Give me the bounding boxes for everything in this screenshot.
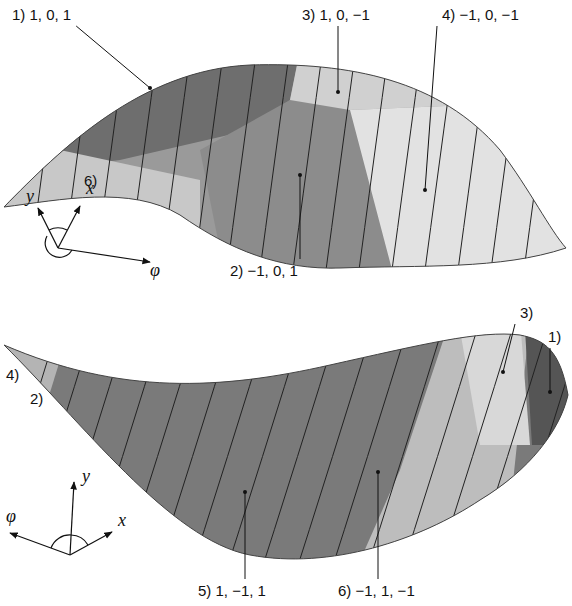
leader-line — [76, 26, 150, 88]
region-label: 1) — [546, 328, 563, 345]
label-anchor: x — [84, 180, 96, 197]
axis-label: x — [116, 512, 128, 529]
label-anchor: φ — [4, 508, 18, 525]
region-label: 3) — [518, 304, 535, 321]
region-label: 5) 1, −1, 1 — [196, 582, 268, 599]
lower-surface — [0, 320, 572, 606]
label-anchor: y — [80, 468, 92, 485]
leader-line — [378, 472, 379, 579]
label-anchor: 5) 1, −1, 1 — [196, 582, 268, 599]
region-label: 4) — [4, 366, 21, 383]
label-anchor: 3) — [518, 304, 535, 321]
label-anchor: x — [116, 512, 128, 529]
label-anchor: 2) −1, 0, 1 — [228, 262, 300, 279]
label-anchor: 4) — [4, 366, 21, 383]
region-label: 4) −1, 0, −1 — [440, 6, 521, 23]
leader-line — [245, 492, 246, 579]
leader-dot — [548, 390, 552, 394]
leader-dot — [376, 470, 380, 474]
leader-dot — [148, 86, 152, 90]
axis-triad — [10, 482, 112, 555]
axis-label: φ — [4, 508, 18, 525]
label-anchor: φ — [148, 262, 162, 279]
region-label: 2) −1, 0, 1 — [228, 262, 300, 279]
axis-triad — [38, 206, 150, 262]
label-anchor: 3) 1, 0, −1 — [300, 6, 372, 23]
label-anchor: y — [24, 188, 36, 205]
region-label: 3) 1, 0, −1 — [300, 6, 372, 23]
axis-label: y — [80, 468, 92, 485]
leader-line — [300, 175, 301, 259]
axis-label: x — [84, 180, 96, 197]
region-label: 1) 1, 0, 1 — [10, 6, 73, 23]
axis-label: y — [24, 188, 36, 205]
leader-line — [425, 26, 437, 190]
region-label: 6) −1, 1, −1 — [336, 582, 417, 599]
leader-line — [550, 348, 551, 392]
label-anchor: 1) 1, 0, 1 — [10, 6, 73, 23]
leader-dot — [243, 490, 247, 494]
leader-dot — [423, 188, 427, 192]
leader-line — [338, 26, 339, 92]
leader-dot — [501, 370, 505, 374]
label-anchor: 1) — [546, 328, 563, 345]
label-anchor: 4) −1, 0, −1 — [440, 6, 521, 23]
leader-dot — [298, 173, 302, 177]
label-anchor: 6) −1, 1, −1 — [336, 582, 417, 599]
label-anchor: 2) — [28, 390, 45, 407]
region-label: 2) — [28, 390, 45, 407]
axis-label: φ — [148, 262, 162, 279]
leader-dot — [336, 90, 340, 94]
upper-surface — [0, 0, 572, 300]
leader-line — [503, 324, 515, 372]
